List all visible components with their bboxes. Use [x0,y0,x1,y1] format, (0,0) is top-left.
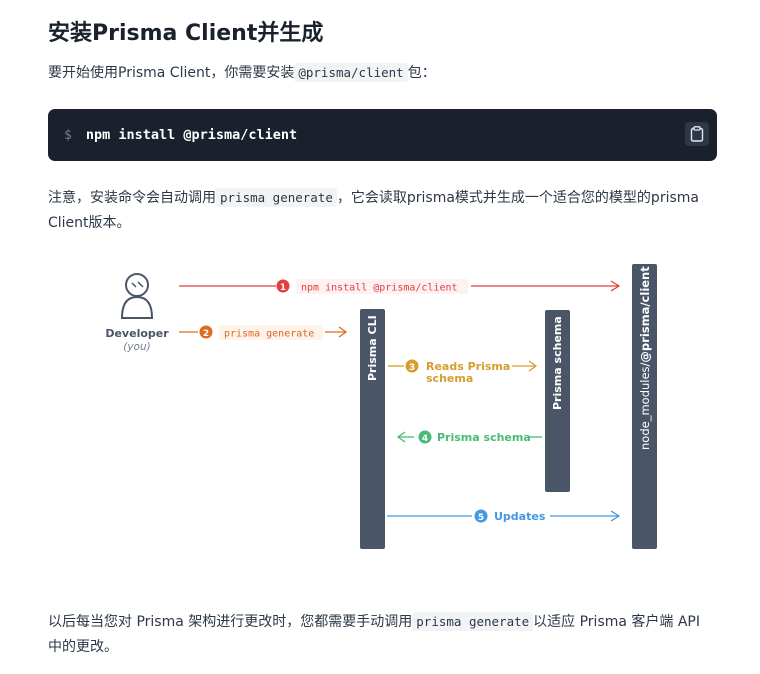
step-5-arrow [387,510,621,522]
node-modules-bar [632,264,657,549]
clipboard-icon [690,126,704,142]
outro-text-before: 以后每当您对 Prisma 架构进行更改时，您都需要手动调用 [48,614,413,630]
step-4-badge [418,430,432,444]
step-1-label: npm install @prisma/client [301,283,458,294]
inline-code-generate-2: prisma generate [412,612,534,631]
developer-label: Developer [105,327,169,340]
step-2-arrow [179,326,348,338]
node-modules-prefix: node_modules/ [638,362,652,450]
install-command[interactable]: npm install @prisma/client [85,127,298,143]
prisma-cli-label: Prisma CLI [366,315,379,381]
step-3-label-line2: schema [426,372,473,385]
note-text-after: ，它会读取prisma模式并生成一个适合您的模型的prisma Client版本… [48,190,699,231]
step-4-number: 4 [422,434,428,444]
intro-text-after: 包： [407,65,436,81]
step-1-badge [276,279,290,293]
shell-prompt: $ [64,127,72,143]
step-5-number: 5 [478,513,484,523]
prisma-schema-label: Prisma schema [551,316,564,410]
inline-code-generate: prisma generate [216,188,337,207]
step-2-label: prisma generate [224,329,314,340]
node-modules-package: @prisma/client [638,266,652,363]
step-2-label-bg [219,325,323,340]
step-3-number: 3 [409,363,415,373]
step-4-label: Prisma schema [437,431,531,444]
step-5-badge [474,509,488,523]
step-3-label: Reads Prisma [426,360,510,373]
section-heading: 安装Prisma Client并生成 [48,21,324,46]
install-code-block: $ npm install @prisma/client [48,109,717,161]
developer-sub-label: (you) [123,341,151,353]
step-2-badge [199,325,213,339]
copy-button[interactable] [685,122,709,146]
step-1-number: 1 [280,283,286,293]
intro-text-before: 要开始使用Prisma Client，你需要安装 [48,65,295,81]
prisma-schema-bar [545,310,570,492]
step-3-badge [405,359,419,373]
step-5-label: Updates [494,510,546,523]
note-text-before: 注意，安装命令会自动调用 [48,190,216,206]
node-modules-label: node_modules/@prisma/client [638,266,652,450]
developer-icon [120,273,154,319]
step-1-arrow [179,280,621,292]
prisma-generate-diagram: Developer (you) Prisma CLI Prisma schema… [105,264,657,549]
step-3-arrow [388,360,538,372]
step-1-label-bg [296,279,468,294]
step-4-arrow [396,431,542,443]
inline-code-package: @prisma/client [294,63,408,82]
step-2-number: 2 [203,329,209,339]
outro-text-after: 以适应 Prisma 客户端 API 中的更改。 [48,614,701,655]
prisma-cli-bar [360,309,385,549]
